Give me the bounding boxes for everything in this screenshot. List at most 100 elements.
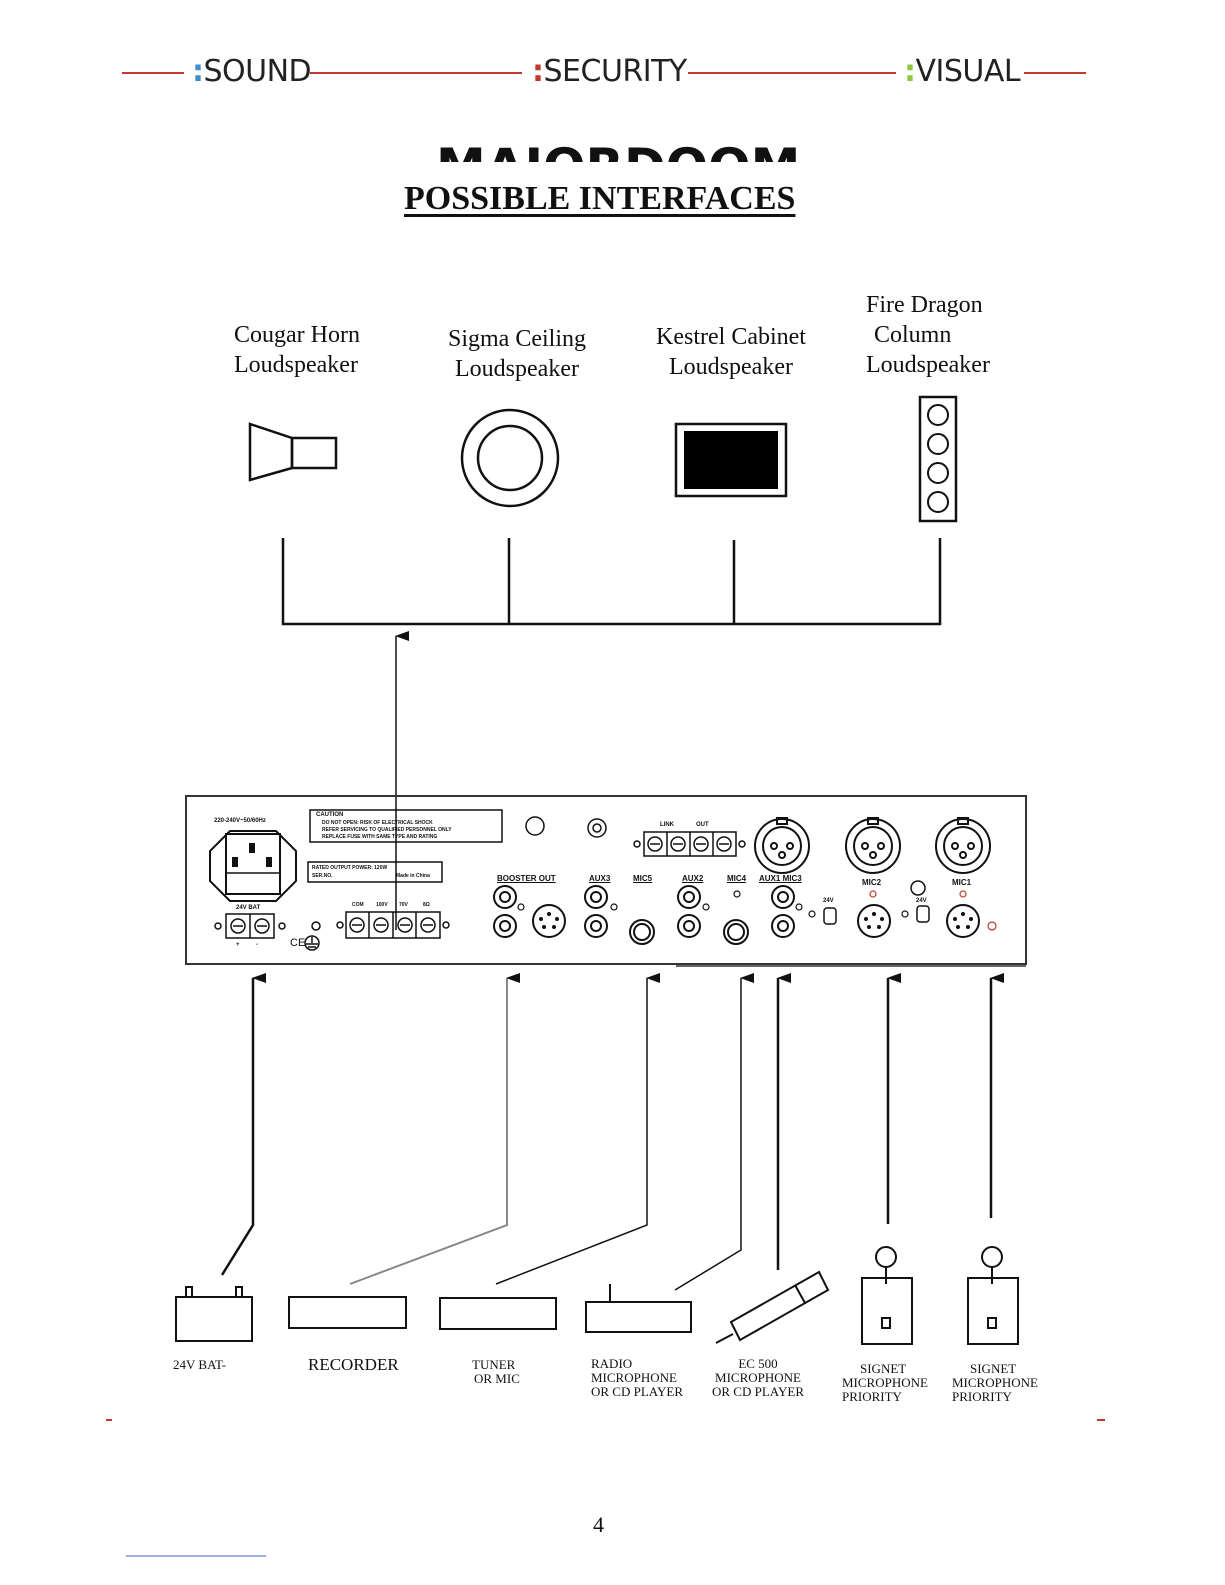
recorder-icon	[288, 1296, 407, 1329]
device-label-line: MICROPHONE	[842, 1375, 928, 1390]
output-label-70v: 70V	[399, 902, 408, 908]
horn-speaker-icon	[248, 422, 338, 482]
battery-icon	[175, 1286, 253, 1342]
speaker-bus-wiring	[281, 538, 942, 626]
amplifier-rear-panel	[185, 795, 1027, 965]
radio-receiver-icon	[585, 1284, 692, 1333]
battery-terminal-label: 24V BAT	[236, 905, 261, 911]
speaker-label-cougar: Cougar Horn Loudspeaker	[234, 320, 360, 380]
device-label-line: MICROPHONE	[715, 1370, 801, 1385]
speaker-label-line: Sigma Ceiling	[448, 326, 586, 352]
speaker-label-line: Loudspeaker	[234, 352, 358, 378]
ceiling-speaker-icon	[460, 408, 560, 508]
caution-line: REFER SERVICING TO QUALIFIED PERSONNEL O…	[322, 827, 452, 833]
caution-line: DO NOT OPEN: RISK OF ELECTRICAL SHOCK	[322, 820, 433, 826]
device-label-line: SIGNET	[970, 1361, 1017, 1376]
speaker-output-terminal-block	[336, 911, 450, 939]
port-label-booster-out: BOOSTER OUT	[497, 874, 556, 883]
brand-security: :SECURITY	[532, 54, 687, 89]
device-label-line: MICROPHONE	[591, 1370, 677, 1385]
caution-line: REPLACE FUSE WITH SAME TYPE AND RATING	[322, 834, 438, 840]
device-label-line: PRIORITY	[842, 1389, 902, 1404]
brand-visual: :VISUAL	[904, 54, 1021, 89]
diagram-title: POSSIBLE INTERFACES	[404, 180, 796, 217]
header-rule-mid-right	[688, 72, 896, 74]
page-number: 4	[593, 1512, 604, 1537]
brand-visual-colon: :	[904, 54, 916, 89]
device-label-signet-left: SIGNET MICROPHONE PRIORITY	[842, 1362, 928, 1404]
device-label-line: SIGNET	[860, 1361, 907, 1376]
device-label-line: RADIO	[591, 1356, 633, 1371]
ce-mark: CE	[290, 937, 306, 949]
phantom-label-right: 24V	[916, 898, 927, 904]
phantom-label-left: 24V	[823, 898, 834, 904]
xlr-socket-mic2-icon	[845, 817, 901, 874]
selector-knob-icon	[525, 816, 607, 838]
caution-box	[309, 809, 503, 843]
speaker-label-fire-dragon: Fire Dragon Column Loudspeaker	[866, 290, 990, 380]
device-label-line: EC 500	[738, 1356, 778, 1371]
phantom-switch-icon	[823, 880, 930, 925]
xlr-socket-mic3-icon	[754, 817, 810, 874]
device-label-line: OR CD PLAYER	[591, 1384, 683, 1399]
desk-microphone-left-icon	[861, 1246, 913, 1345]
din-socket-pins	[539, 912, 973, 929]
column-speaker-icon	[918, 395, 958, 523]
device-label-line: MICROPHONE	[952, 1375, 1038, 1390]
device-input-arrows	[220, 973, 1004, 1291]
device-label-line: OR MIC	[474, 1371, 520, 1386]
device-label-line: OR CD PLAYER	[712, 1384, 804, 1399]
ground-symbol-icon	[304, 921, 321, 951]
link-terminal-block	[633, 831, 746, 857]
speaker-label-line: Loudspeaker	[669, 354, 793, 380]
port-label-aux3: AUX3	[589, 874, 611, 883]
speaker-label-kestrel: Kestrel Cabinet Loudspeaker	[652, 322, 810, 382]
header-rule-right	[1024, 72, 1086, 74]
device-label-recorder: RECORDER	[308, 1355, 399, 1374]
header-rule-left	[122, 72, 184, 74]
device-label-line: TUNER	[472, 1357, 516, 1372]
indicator-dots	[517, 890, 997, 931]
speaker-label-line: Column	[874, 322, 952, 348]
device-label-tuner: TUNER OR MIC	[472, 1358, 520, 1386]
brand-sound-text: SOUND	[203, 54, 312, 89]
speaker-label-line: Kestrel Cabinet	[656, 324, 806, 350]
output-label-100v: 100V	[376, 902, 388, 908]
output-label-com: COM	[352, 902, 364, 908]
power-inlet-icon	[209, 830, 297, 902]
device-label-radio: RADIO MICROPHONE OR CD PLAYER	[591, 1357, 683, 1399]
rating-line: RATED OUTPUT POWER: 120W	[312, 865, 388, 871]
power-rating-label: 220-240V~50/60Hz	[214, 818, 266, 824]
header-rule-mid-left	[310, 72, 522, 74]
rating-box	[307, 861, 443, 883]
jack-sockets-icon	[629, 919, 749, 945]
port-label-mic2: MIC2	[862, 878, 882, 887]
speaker-label-line: Loudspeaker	[455, 356, 579, 382]
speaker-label-line: Cougar Horn	[234, 322, 360, 348]
brand-sound: :SOUND	[192, 54, 312, 89]
link-label: LINK	[660, 822, 674, 828]
device-label-line: PRIORITY	[952, 1389, 1012, 1404]
device-label-battery: 24V BAT-	[173, 1357, 227, 1372]
caution-title: CAUTION	[316, 812, 344, 818]
port-label-aux2: AUX2	[682, 874, 704, 883]
brand-visual-text: VISUAL	[915, 54, 1021, 89]
xlr-socket-mic1-icon	[935, 817, 991, 874]
rating-line: SER.NO.	[312, 873, 333, 879]
port-label-mic5: MIC5	[633, 874, 653, 883]
cabinet-speaker-icon	[674, 422, 788, 498]
device-label-signet-right: SIGNET MICROPHONE PRIORITY	[952, 1362, 1038, 1404]
speaker-label-line: Fire Dragon	[866, 292, 983, 318]
brand-security-text: SECURITY	[543, 54, 688, 89]
speaker-label-sigma: Sigma Ceiling Loudspeaker	[446, 324, 588, 384]
speaker-label-line: Loudspeaker	[866, 352, 990, 378]
brand-sound-colon: :	[192, 54, 204, 89]
port-label-aux1-mic3: AUX1 MIC3	[759, 874, 802, 883]
out-label: OUT	[696, 822, 709, 828]
battery-terminal-minus: -	[256, 942, 258, 948]
battery-terminal-plus: +	[236, 942, 240, 948]
port-label-mic1: MIC1	[952, 878, 972, 887]
rating-line: Made in China	[396, 873, 430, 879]
rca-sockets-icon	[493, 885, 795, 938]
